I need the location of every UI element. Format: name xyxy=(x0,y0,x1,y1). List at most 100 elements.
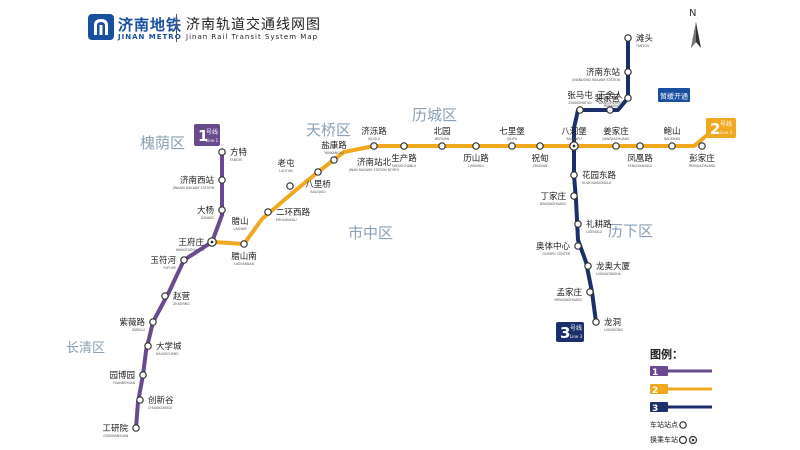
station-marker[interactable] xyxy=(624,68,632,76)
station-marker[interactable] xyxy=(592,318,600,326)
station-marker[interactable] xyxy=(314,168,322,176)
station-marker[interactable] xyxy=(136,396,144,404)
station-marker[interactable] xyxy=(438,142,446,150)
station-marker[interactable] xyxy=(508,142,516,150)
station-marker[interactable] xyxy=(624,94,632,102)
station-marker[interactable] xyxy=(584,262,592,270)
district-licheng: 历城区 xyxy=(412,106,457,124)
station-marker[interactable] xyxy=(636,142,644,150)
jinan-metro-logo-icon xyxy=(88,14,114,40)
station-name: 济南西站 xyxy=(180,175,215,186)
station-marker[interactable] xyxy=(139,371,147,379)
station-marker[interactable] xyxy=(574,220,582,228)
legend-transfer-icon-a xyxy=(678,435,688,445)
station-marker[interactable] xyxy=(218,176,226,184)
station-marker[interactable] xyxy=(180,256,188,264)
svg-text:2: 2 xyxy=(710,120,720,138)
station-marker[interactable] xyxy=(536,142,544,150)
station-marker[interactable] xyxy=(330,156,338,164)
station-name-en: LONGAODASHA xyxy=(596,272,622,276)
station-marker[interactable] xyxy=(400,142,408,150)
station-marker[interactable] xyxy=(570,192,578,200)
station-name-en: OLYMPIC CENTER xyxy=(543,252,571,256)
station-name-en: JINANDONG RAILWAY STATION xyxy=(571,78,620,82)
station-marker[interactable] xyxy=(149,318,157,326)
station-marker[interactable] xyxy=(218,148,226,156)
station-marker[interactable] xyxy=(472,142,480,150)
legend-line3: 3 xyxy=(650,402,712,414)
station-marker[interactable] xyxy=(218,206,226,214)
station-marker[interactable] xyxy=(606,106,614,114)
station-marker[interactable] xyxy=(240,240,248,248)
station-marker[interactable] xyxy=(574,242,582,250)
station-marker[interactable] xyxy=(570,171,578,179)
station-marker[interactable] xyxy=(161,292,169,300)
district-lixia: 历下区 xyxy=(608,222,653,240)
station-name-en: LASHAN xyxy=(233,227,247,231)
station-name: 生产路 xyxy=(391,153,417,164)
station-marker[interactable] xyxy=(586,288,594,296)
station-marker[interactable] xyxy=(698,142,706,150)
station-marker[interactable] xyxy=(286,182,294,190)
station-marker[interactable] xyxy=(624,34,632,42)
station-name: 二环西路 xyxy=(276,207,311,218)
station-name: 滩头 xyxy=(636,33,654,44)
station-name: 老屯 xyxy=(277,158,295,169)
station-marker[interactable] xyxy=(612,142,620,150)
station-name: 工研院 xyxy=(102,423,128,434)
station-name: 紫薇路 xyxy=(119,317,145,328)
station-marker[interactable] xyxy=(370,142,378,150)
station-marker[interactable] xyxy=(264,208,272,216)
station-marker[interactable] xyxy=(668,142,676,150)
district-changqing: 长清区 xyxy=(66,341,105,356)
station-name-en: SHENGCHANLU xyxy=(392,164,417,168)
compass: N xyxy=(684,8,708,50)
station-name: 济南东站 xyxy=(586,67,621,78)
station-marker[interactable] xyxy=(576,106,584,114)
station-marker[interactable] xyxy=(132,424,140,432)
station-marker[interactable] xyxy=(144,342,152,350)
svg-text:1: 1 xyxy=(652,368,658,378)
